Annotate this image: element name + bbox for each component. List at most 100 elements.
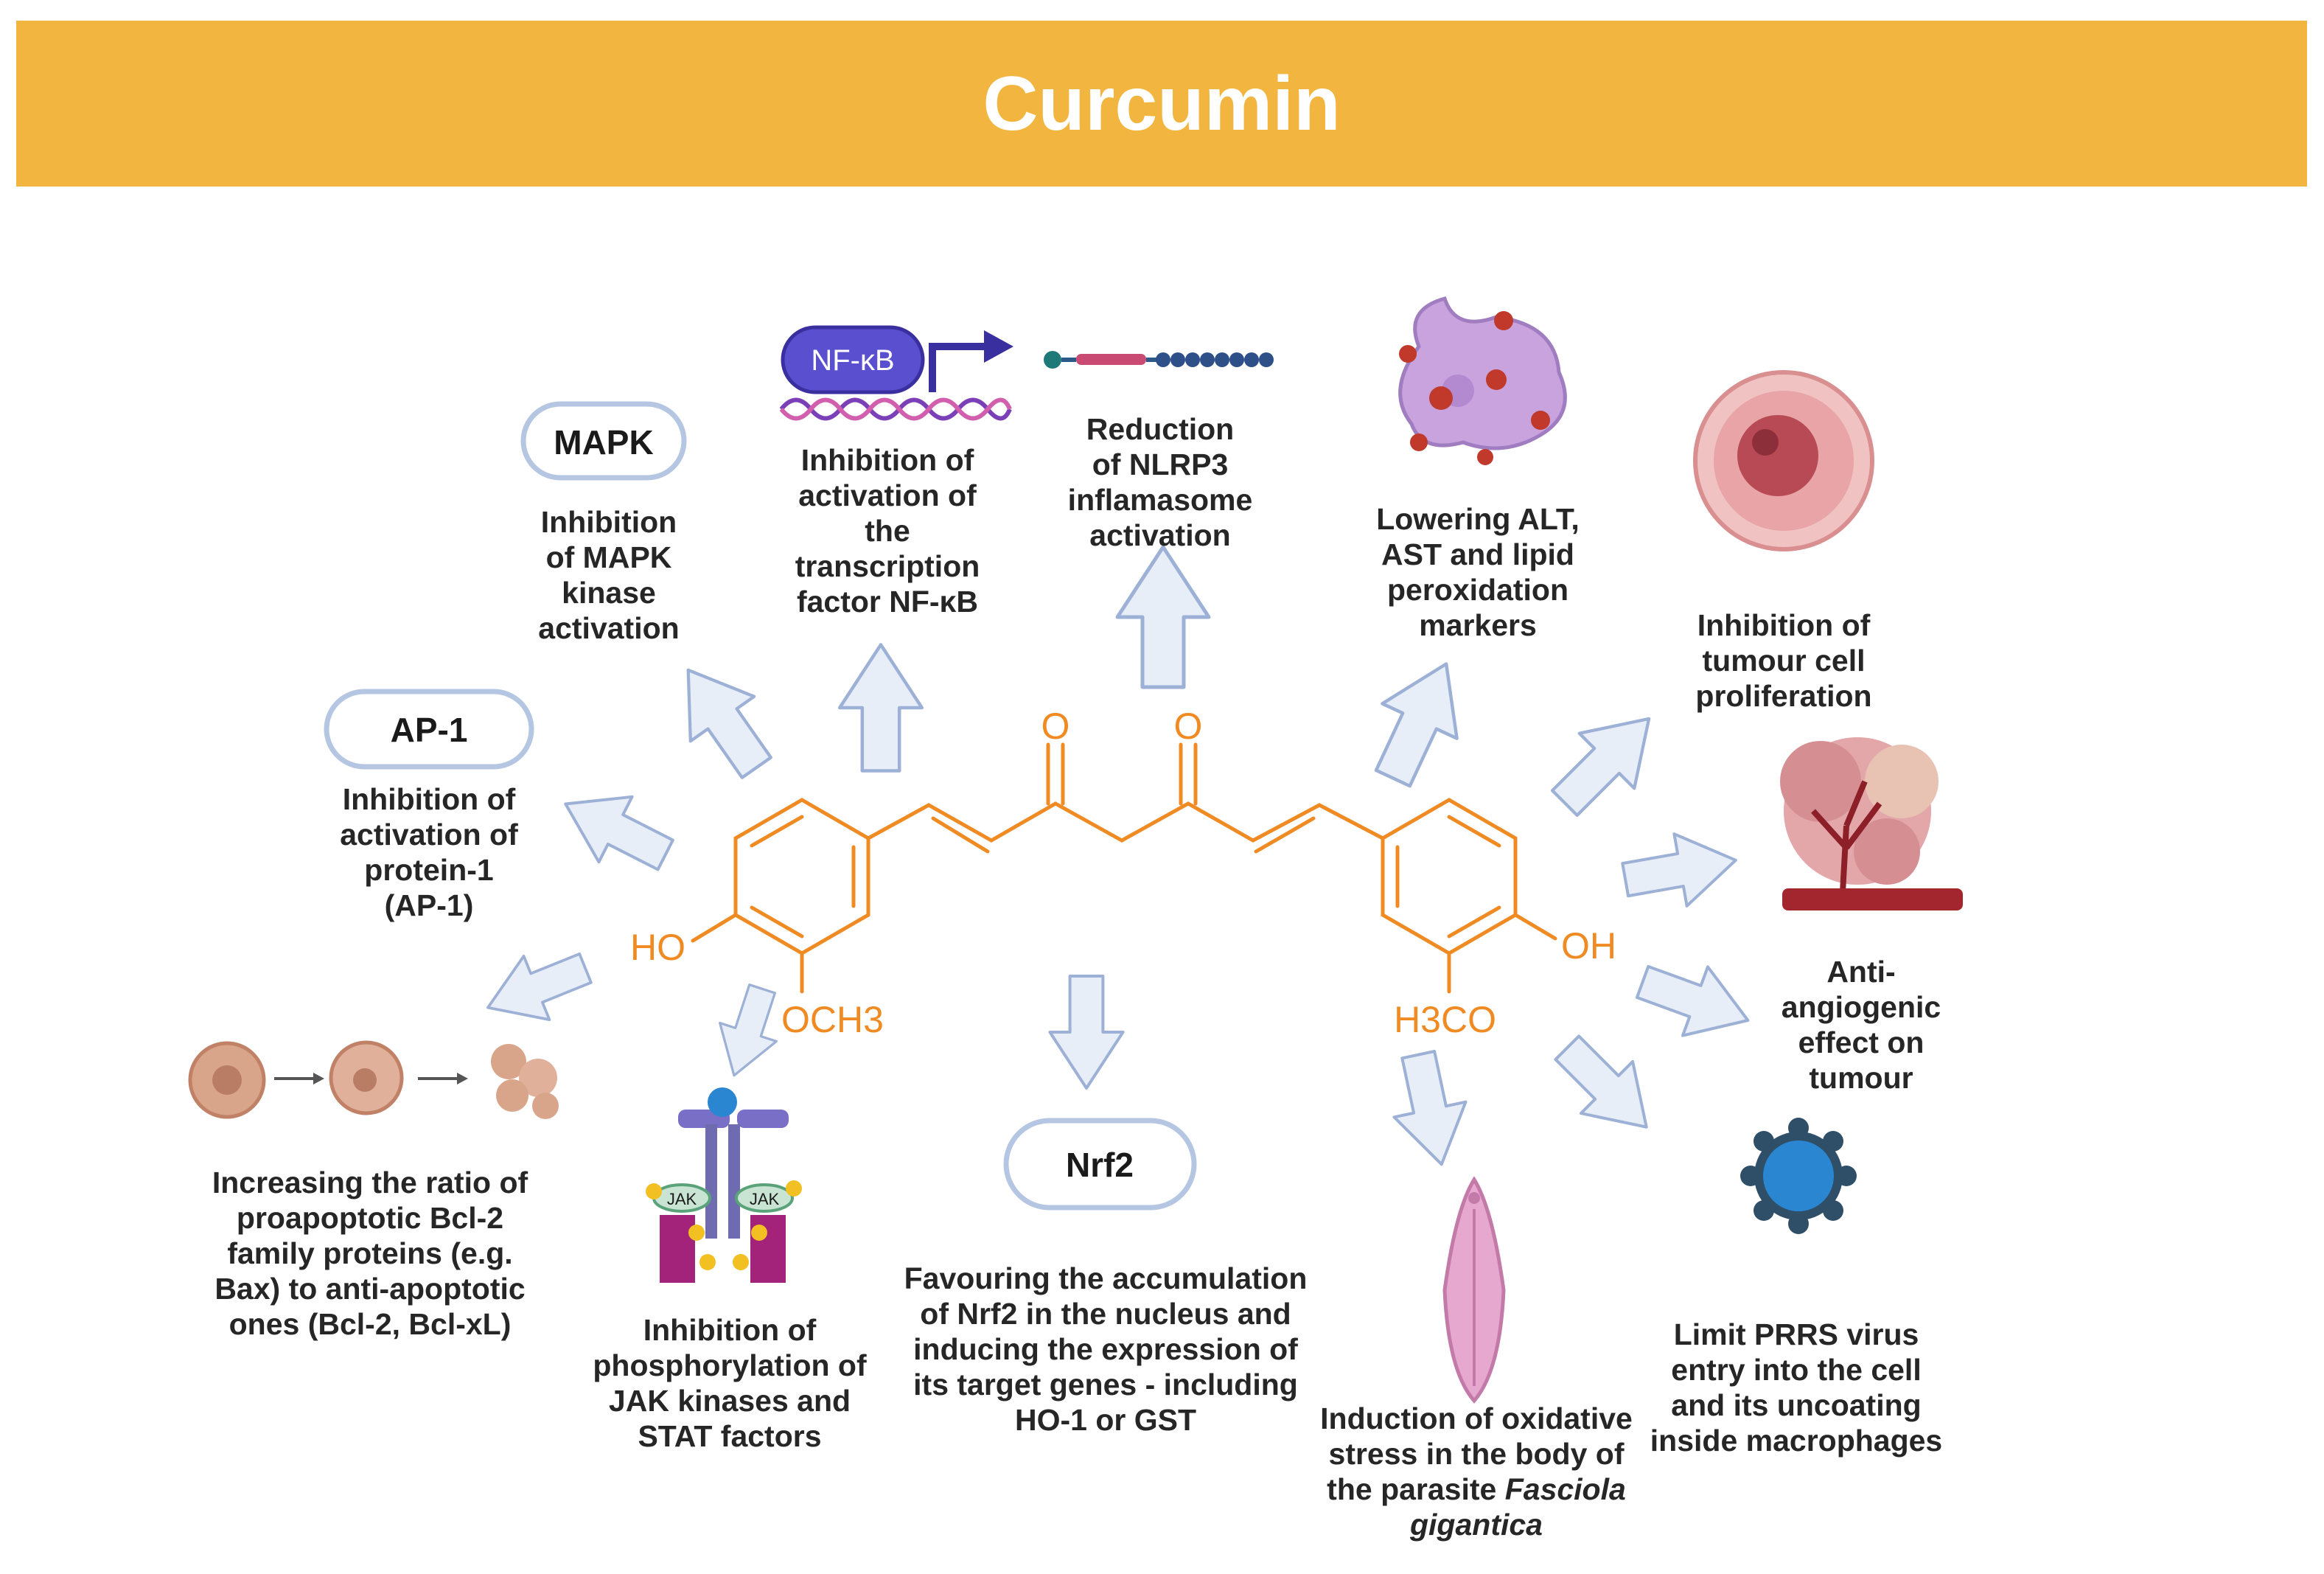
oh-right-label: OH bbox=[1561, 925, 1616, 967]
caption-tumour-line: tumour cell bbox=[1703, 644, 1866, 678]
caption-nlrp3-line: Reduction bbox=[1086, 412, 1234, 446]
caption-nfkb-line: the bbox=[865, 514, 910, 548]
arrow-apoptosis bbox=[473, 935, 600, 1041]
arrow-mapk bbox=[657, 648, 789, 790]
caption-bcl2-line: family proteins (e.g. bbox=[227, 1236, 512, 1270]
caption-jak-line: Inhibition of bbox=[643, 1313, 817, 1347]
caption-nfkb-line: activation of bbox=[798, 478, 977, 512]
caption-bcl2-line: Increasing the ratio of bbox=[212, 1166, 528, 1199]
arrow-angiogenesis-bottom bbox=[1630, 947, 1761, 1054]
arrow-nrf2 bbox=[1050, 976, 1123, 1088]
nlrp3-protein-icon bbox=[1044, 351, 1274, 369]
caption-angio-line: tumour bbox=[1809, 1061, 1913, 1095]
caption-bcl2-line: Bax) to anti-apoptotic bbox=[214, 1272, 525, 1306]
page-title: Curcumin bbox=[983, 61, 1340, 147]
caption-liver-line: peroxidation bbox=[1387, 573, 1568, 607]
arrow-jak bbox=[704, 978, 792, 1086]
apoptosis-cells-icon bbox=[188, 1040, 559, 1119]
caption-parasite-genus: Fasciola bbox=[1505, 1472, 1626, 1506]
caption-nrf2-line: its target genes - including bbox=[913, 1368, 1298, 1401]
caption-parasite: Induction of oxidative stress in the bod… bbox=[1320, 1401, 1633, 1542]
caption-ap1-line: protein-1 bbox=[364, 853, 493, 887]
caption-ap1-line: (AP-1) bbox=[385, 888, 474, 922]
caption-mapk-line: activation bbox=[538, 611, 679, 645]
caption-prrs: Limit PRRS virus entry into the cell and… bbox=[1650, 1317, 1942, 1458]
title-banner bbox=[16, 21, 2307, 187]
caption-prrs-line: inside macrophages bbox=[1650, 1424, 1942, 1458]
caption-nfkb-line: transcription bbox=[795, 549, 980, 583]
tumour-cell-icon bbox=[1693, 370, 1874, 551]
caption-mapk-line: Inhibition bbox=[541, 505, 677, 539]
jak-left-label: JAK bbox=[667, 1190, 697, 1208]
arrow-up bbox=[1117, 547, 1209, 687]
caption-tumour: Inhibition of tumour cell proliferation bbox=[1695, 608, 1871, 713]
caption-ap1: Inhibition of activation of protein-1 (A… bbox=[340, 782, 518, 922]
arrow-liver bbox=[1355, 647, 1483, 795]
caption-nrf2: Favouring the accumulation of Nrf2 in th… bbox=[904, 1261, 1308, 1437]
caption-angio-line: Anti- bbox=[1826, 955, 1895, 989]
arrow-nfkb bbox=[840, 645, 922, 771]
caption-parasite-prefix: the parasite bbox=[1327, 1472, 1505, 1506]
caption-prrs-line: Limit PRRS virus bbox=[1674, 1317, 1919, 1351]
caption-jak: Inhibition of phosphorylation of JAK kin… bbox=[593, 1313, 867, 1453]
caption-nfkb-line: factor NF-κB bbox=[797, 585, 978, 619]
caption-mapk: Inhibition of MAPK kinase activation bbox=[538, 505, 679, 645]
ap1-pill: AP-1 bbox=[324, 689, 534, 770]
mapk-pill: MAPK bbox=[520, 401, 687, 481]
arrow-angiogenesis-top bbox=[1619, 824, 1742, 916]
nrf2-pill-label: Nrf2 bbox=[1066, 1146, 1134, 1184]
caption-nlrp3: Reduction of NLRP3 inflamasome activatio… bbox=[1068, 412, 1253, 552]
caption-bcl2: Increasing the ratio of proapoptotic Bcl… bbox=[212, 1166, 528, 1341]
caption-parasite-line: the parasite Fasciola bbox=[1327, 1472, 1626, 1506]
caption-liver-line: AST and lipid bbox=[1381, 537, 1574, 571]
caption-nlrp3-line: of NLRP3 bbox=[1092, 448, 1229, 481]
caption-nlrp3-line: inflamasome bbox=[1068, 483, 1253, 517]
jak-right-label: JAK bbox=[750, 1190, 780, 1208]
hepatocyte-ros-icon bbox=[1398, 296, 1567, 465]
caption-angiogenesis: Anti- angiogenic effect on tumour bbox=[1782, 955, 1941, 1095]
caption-liver: Lowering ALT, AST and lipid peroxidation… bbox=[1376, 502, 1580, 642]
arrow-tumour-cell bbox=[1538, 692, 1677, 831]
nfkb-dna-icon: NF-κB bbox=[779, 325, 1013, 421]
caption-ap1-line: Inhibition of bbox=[343, 782, 516, 816]
caption-tumour-line: Inhibition of bbox=[1697, 608, 1871, 642]
curcumin-molecule: O O HO OCH3 OH H3CO bbox=[630, 706, 1616, 1040]
prrs-virus-icon bbox=[1740, 1118, 1857, 1234]
caption-tumour-line: proliferation bbox=[1695, 679, 1871, 713]
arrow-parasite bbox=[1383, 1047, 1478, 1171]
caption-jak-line: JAK kinases and bbox=[609, 1384, 851, 1418]
oxygen-left-label: O bbox=[1041, 706, 1070, 747]
fasciola-parasite-icon bbox=[1442, 1176, 1506, 1404]
caption-liver-line: markers bbox=[1419, 608, 1537, 642]
arrow-virus bbox=[1541, 1022, 1672, 1153]
caption-parasite-line: Induction of oxidative bbox=[1320, 1401, 1633, 1435]
jak-receptor-icon: JAK JAK bbox=[646, 1087, 802, 1283]
caption-angio-line: effect on bbox=[1798, 1025, 1925, 1059]
angiogenesis-tumour-icon bbox=[1780, 737, 1963, 910]
caption-nrf2-line: Favouring the accumulation bbox=[904, 1261, 1308, 1295]
caption-bcl2-line: ones (Bcl-2, Bcl-xL) bbox=[229, 1307, 512, 1341]
caption-jak-line: phosphorylation of bbox=[593, 1348, 867, 1382]
caption-nfkb-line: Inhibition of bbox=[801, 443, 974, 477]
caption-nrf2-line: HO-1 or GST bbox=[1015, 1403, 1196, 1437]
caption-parasite-line: stress in the body of bbox=[1329, 1437, 1625, 1471]
caption-bcl2-line: proapoptotic Bcl-2 bbox=[237, 1201, 503, 1235]
nrf2-pill: Nrf2 bbox=[1003, 1118, 1197, 1211]
caption-jak-line: STAT factors bbox=[638, 1419, 821, 1453]
caption-nrf2-line: of Nrf2 in the nucleus and bbox=[920, 1297, 1291, 1331]
caption-nlrp3-line: activation bbox=[1089, 518, 1230, 552]
caption-liver-line: Lowering ALT, bbox=[1376, 502, 1580, 536]
caption-parasite-species: gigantica bbox=[1409, 1508, 1543, 1542]
caption-mapk-line: kinase bbox=[562, 576, 656, 610]
caption-ap1-line: activation of bbox=[340, 818, 518, 852]
ho-left-label: HO bbox=[630, 927, 685, 968]
arrow-ap1 bbox=[549, 771, 682, 887]
caption-angio-line: angiogenic bbox=[1782, 990, 1941, 1024]
caption-prrs-line: entry into the cell bbox=[1671, 1353, 1921, 1387]
mapk-pill-label: MAPK bbox=[554, 423, 653, 462]
caption-nfkb: Inhibition of activation of the transcri… bbox=[795, 443, 980, 619]
caption-mapk-line: of MAPK bbox=[546, 540, 672, 574]
caption-prrs-line: and its uncoating bbox=[1671, 1388, 1921, 1422]
och3-label: OCH3 bbox=[781, 999, 884, 1040]
